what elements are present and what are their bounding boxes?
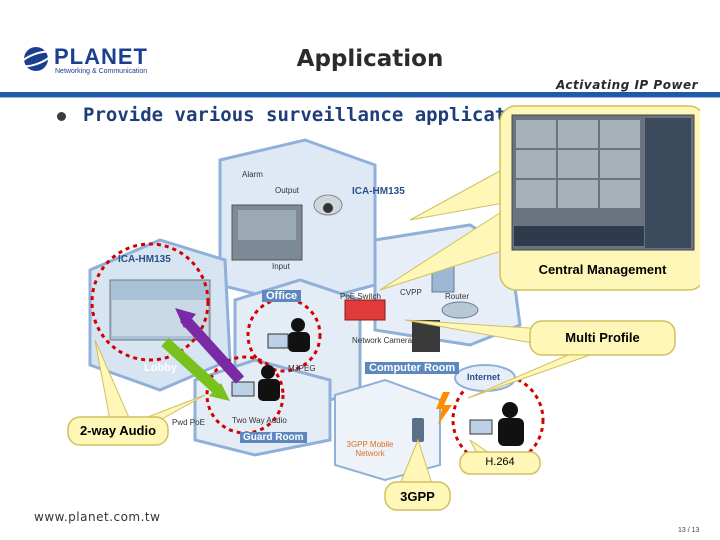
label-camera-top: ICA-HM135 [352, 186, 405, 197]
label-network-camera: Network Camera [352, 336, 412, 345]
label-internet: Internet [467, 372, 500, 382]
poe-switch-icon [345, 300, 385, 320]
callout-h264: H.264 [462, 456, 538, 468]
label-output: Output [275, 186, 299, 195]
label-poe-switch: PoE Switch [340, 292, 381, 301]
router-icon [442, 302, 478, 318]
label-3gpp-network: 3GPP Mobile Network [336, 440, 404, 458]
label-cvpp: CVPP [400, 288, 422, 297]
logo-text: PLANET [54, 44, 148, 70]
label-input: Input [272, 262, 290, 271]
laptop-icon [470, 420, 492, 434]
callout-multi-profile: Multi Profile [540, 330, 665, 345]
callout-3gpp: 3GPP [387, 489, 448, 504]
mobile-phone-icon [412, 418, 424, 442]
logo-subtitle: Networking & Communication [55, 68, 147, 75]
label-pwd-poe: Pwd PoE [172, 418, 205, 427]
label-guard-room: Guard Room [240, 432, 307, 443]
label-router: Router [445, 292, 469, 301]
laptop-icon [268, 334, 288, 348]
label-two-way-audio: Two Way Audio [232, 416, 287, 425]
tagline: Activating IP Power [556, 78, 698, 92]
page-title: Application [250, 46, 490, 72]
label-mjpeg: MJPEG [288, 364, 316, 373]
header-divider-thin [0, 97, 720, 98]
page-number: 13 / 13 [678, 527, 699, 534]
label-camera-left: ICA-HM135 [118, 254, 171, 265]
label-alarm: Alarm [242, 170, 263, 179]
label-lobby: Lobby [144, 362, 177, 374]
callout-2-way-audio: 2-way Audio [70, 423, 166, 438]
footer-url: www.planet.com.tw [34, 510, 160, 524]
label-office: Office [262, 290, 301, 302]
laptop-icon [232, 382, 254, 396]
label-computer-room: Computer Room [365, 362, 459, 374]
callout-central-management: Central Management [520, 262, 685, 277]
